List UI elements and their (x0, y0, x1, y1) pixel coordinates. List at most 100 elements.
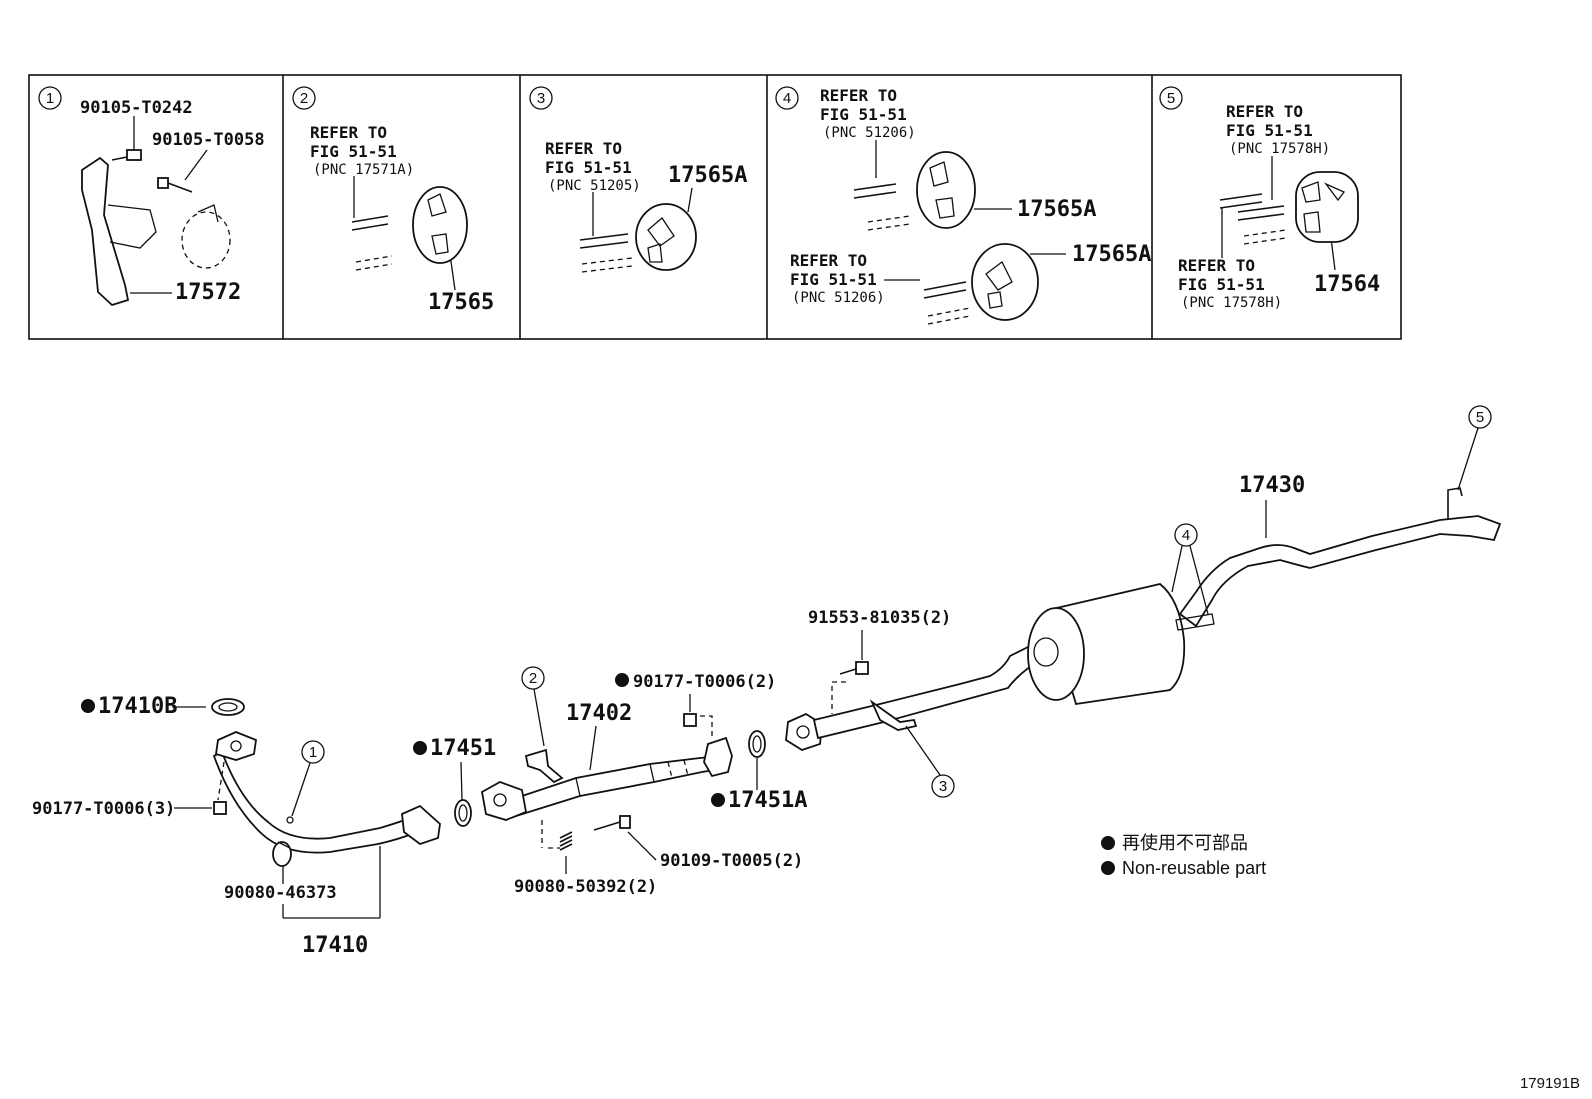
tail-pipe-icon (1178, 515, 1502, 628)
refer-to-label-2: REFER TO (1178, 256, 1255, 275)
flange-icon (480, 781, 528, 821)
part-17572-label: 17572 (175, 280, 241, 305)
part-17565a-label: 17565A (668, 163, 747, 188)
fig-label-2: FIG 51-51 (790, 270, 877, 289)
callout-1: 1 (309, 744, 317, 761)
panel-2-number: 2 (300, 90, 308, 107)
part-17430-label: 17430 (1239, 473, 1305, 498)
refer-to-label: REFER TO (1226, 102, 1303, 121)
pnc-label: (PNC 17578H) (1229, 141, 1330, 157)
fig-label: FIG 51-51 (1226, 121, 1313, 140)
fig-label-2: FIG 51-51 (1178, 275, 1265, 294)
front-pipe-assembly: 17410B 90177-T0006(3) 90080-46373 17410 … (32, 694, 441, 958)
flange-icon (401, 804, 441, 846)
detail-panel-1: 1 90105-T0242 90105-T0058 17572 (38, 86, 265, 307)
hanger-rod-icon (1447, 487, 1463, 520)
callout-5: 5 (1476, 409, 1484, 426)
part-17451a-label: 17451A (728, 788, 807, 813)
tail-pipe-muffler-assembly: 91553-81035(2) 3 17430 4 5 (785, 405, 1502, 798)
refer-to-label: REFER TO (545, 139, 622, 158)
bolt-icon (157, 177, 193, 193)
non-reusable-dot-icon (81, 699, 95, 713)
non-reusable-dot-icon (1101, 836, 1115, 850)
flange-icon (214, 731, 257, 761)
pnc-label: (PNC 51206) (823, 125, 916, 141)
refer-to-label-2: REFER TO (790, 251, 867, 270)
bracket-icon (81, 156, 130, 307)
detail-panel-5: 5 REFER TO FIG 51-51 (PNC 17578H) REFER … (1159, 86, 1380, 311)
part-90177-t0006-2-label: 90177-T0006(2) (633, 672, 776, 692)
bolt-icon (593, 815, 631, 831)
callout-4: 4 (1182, 527, 1190, 544)
detail-panel-3: 3 REFER TO FIG 51-51 (PNC 51205) 17565A (529, 86, 747, 273)
panel-5-number: 5 (1167, 90, 1175, 107)
gasket-icon (748, 730, 766, 758)
pnc-label: (PNC 51205) (548, 178, 641, 194)
part-91553-81035-label: 91553-81035(2) (808, 608, 951, 628)
legend-english-label: Non-reusable part (1122, 858, 1266, 878)
rubber-hanger-icon (635, 203, 697, 271)
part-90105-t0058-label: 90105-T0058 (152, 130, 265, 150)
fig-label: FIG 51-51 (310, 142, 397, 161)
part-90109-t0005-label: 90109-T0005(2) (660, 851, 803, 871)
part-17565-label: 17565 (428, 290, 494, 315)
pnc-label-2: (PNC 17578H) (1181, 295, 1282, 311)
nut-icon (213, 801, 227, 815)
part-17402-label: 17402 (566, 701, 632, 726)
rubber-hanger-icon (1295, 171, 1359, 243)
clamp-icon (181, 211, 231, 269)
center-pipe-assembly: 2 17402 90177-T0006(2) 90080-50392(2) (480, 666, 803, 897)
bolt-icon (839, 661, 869, 675)
hanger-bracket-icon (524, 748, 564, 784)
refer-to-label: REFER TO (310, 123, 387, 142)
panel-3-number: 3 (537, 90, 545, 107)
gasket-icon (211, 698, 245, 716)
non-reusable-dot-icon (413, 741, 427, 755)
part-17565a-label: 17565A (1017, 197, 1096, 222)
flange-icon (785, 712, 823, 751)
callout-2: 2 (529, 670, 537, 687)
detail-panel-2: 2 REFER TO FIG 51-51 (PNC 17571A) 17565 (292, 86, 494, 315)
pnc-label-2: (PNC 51206) (792, 290, 885, 306)
non-reusable-dot-icon (1101, 861, 1115, 875)
hanger-bracket-icon (869, 699, 918, 731)
fig-label: FIG 51-51 (820, 105, 907, 124)
part-90080-50392-label: 90080-50392(2) (514, 877, 657, 897)
part-17564-label: 17564 (1314, 272, 1380, 297)
intermediate-pipe-icon (812, 644, 1042, 740)
figure-id: 179191B (1520, 1075, 1580, 1092)
legend-japanese-label: 再使用不可部品 (1122, 833, 1248, 853)
bolt-icon (111, 149, 142, 161)
part-17410b-label: 17410B (98, 694, 177, 719)
muffler-icon (1027, 583, 1186, 706)
detail-panel-4: 4 REFER TO FIG 51-51 (PNC 51206) 17565A … (775, 86, 1151, 325)
pnc-label: (PNC 17571A) (313, 162, 414, 178)
spring-icon (559, 831, 573, 851)
gasket-17451: 17451 (413, 736, 496, 827)
front-pipe-icon (212, 750, 413, 854)
part-17565a-label-2: 17565A (1072, 242, 1151, 267)
clamp-icon (272, 841, 292, 867)
part-17451-label: 17451 (430, 736, 496, 761)
rubber-hanger-icon (412, 186, 468, 264)
part-90177-t0006-3-label: 90177-T0006(3) (32, 799, 175, 819)
panel-1-number: 1 (46, 90, 54, 107)
non-reusable-dot-icon (711, 793, 725, 807)
flange-icon (703, 736, 733, 778)
panel-4-number: 4 (783, 90, 791, 107)
fig-label: FIG 51-51 (545, 158, 632, 177)
non-reusable-dot-icon (615, 673, 629, 687)
nut-icon (683, 713, 697, 727)
callout-3: 3 (939, 778, 947, 795)
part-90080-46373-label: 90080-46373 (224, 883, 337, 903)
legend: 再使用不可部品 Non-reusable part (1101, 833, 1266, 878)
rubber-hanger-icon (971, 243, 1039, 321)
part-90105-t0242-label: 90105-T0242 (80, 98, 193, 118)
gasket-icon (454, 799, 472, 827)
rubber-hanger-icon (916, 151, 976, 229)
part-17410-label: 17410 (302, 933, 368, 958)
gasket-17451a: 17451A (711, 730, 807, 813)
refer-to-label: REFER TO (820, 86, 897, 105)
detail-panels-frame (28, 74, 1402, 340)
